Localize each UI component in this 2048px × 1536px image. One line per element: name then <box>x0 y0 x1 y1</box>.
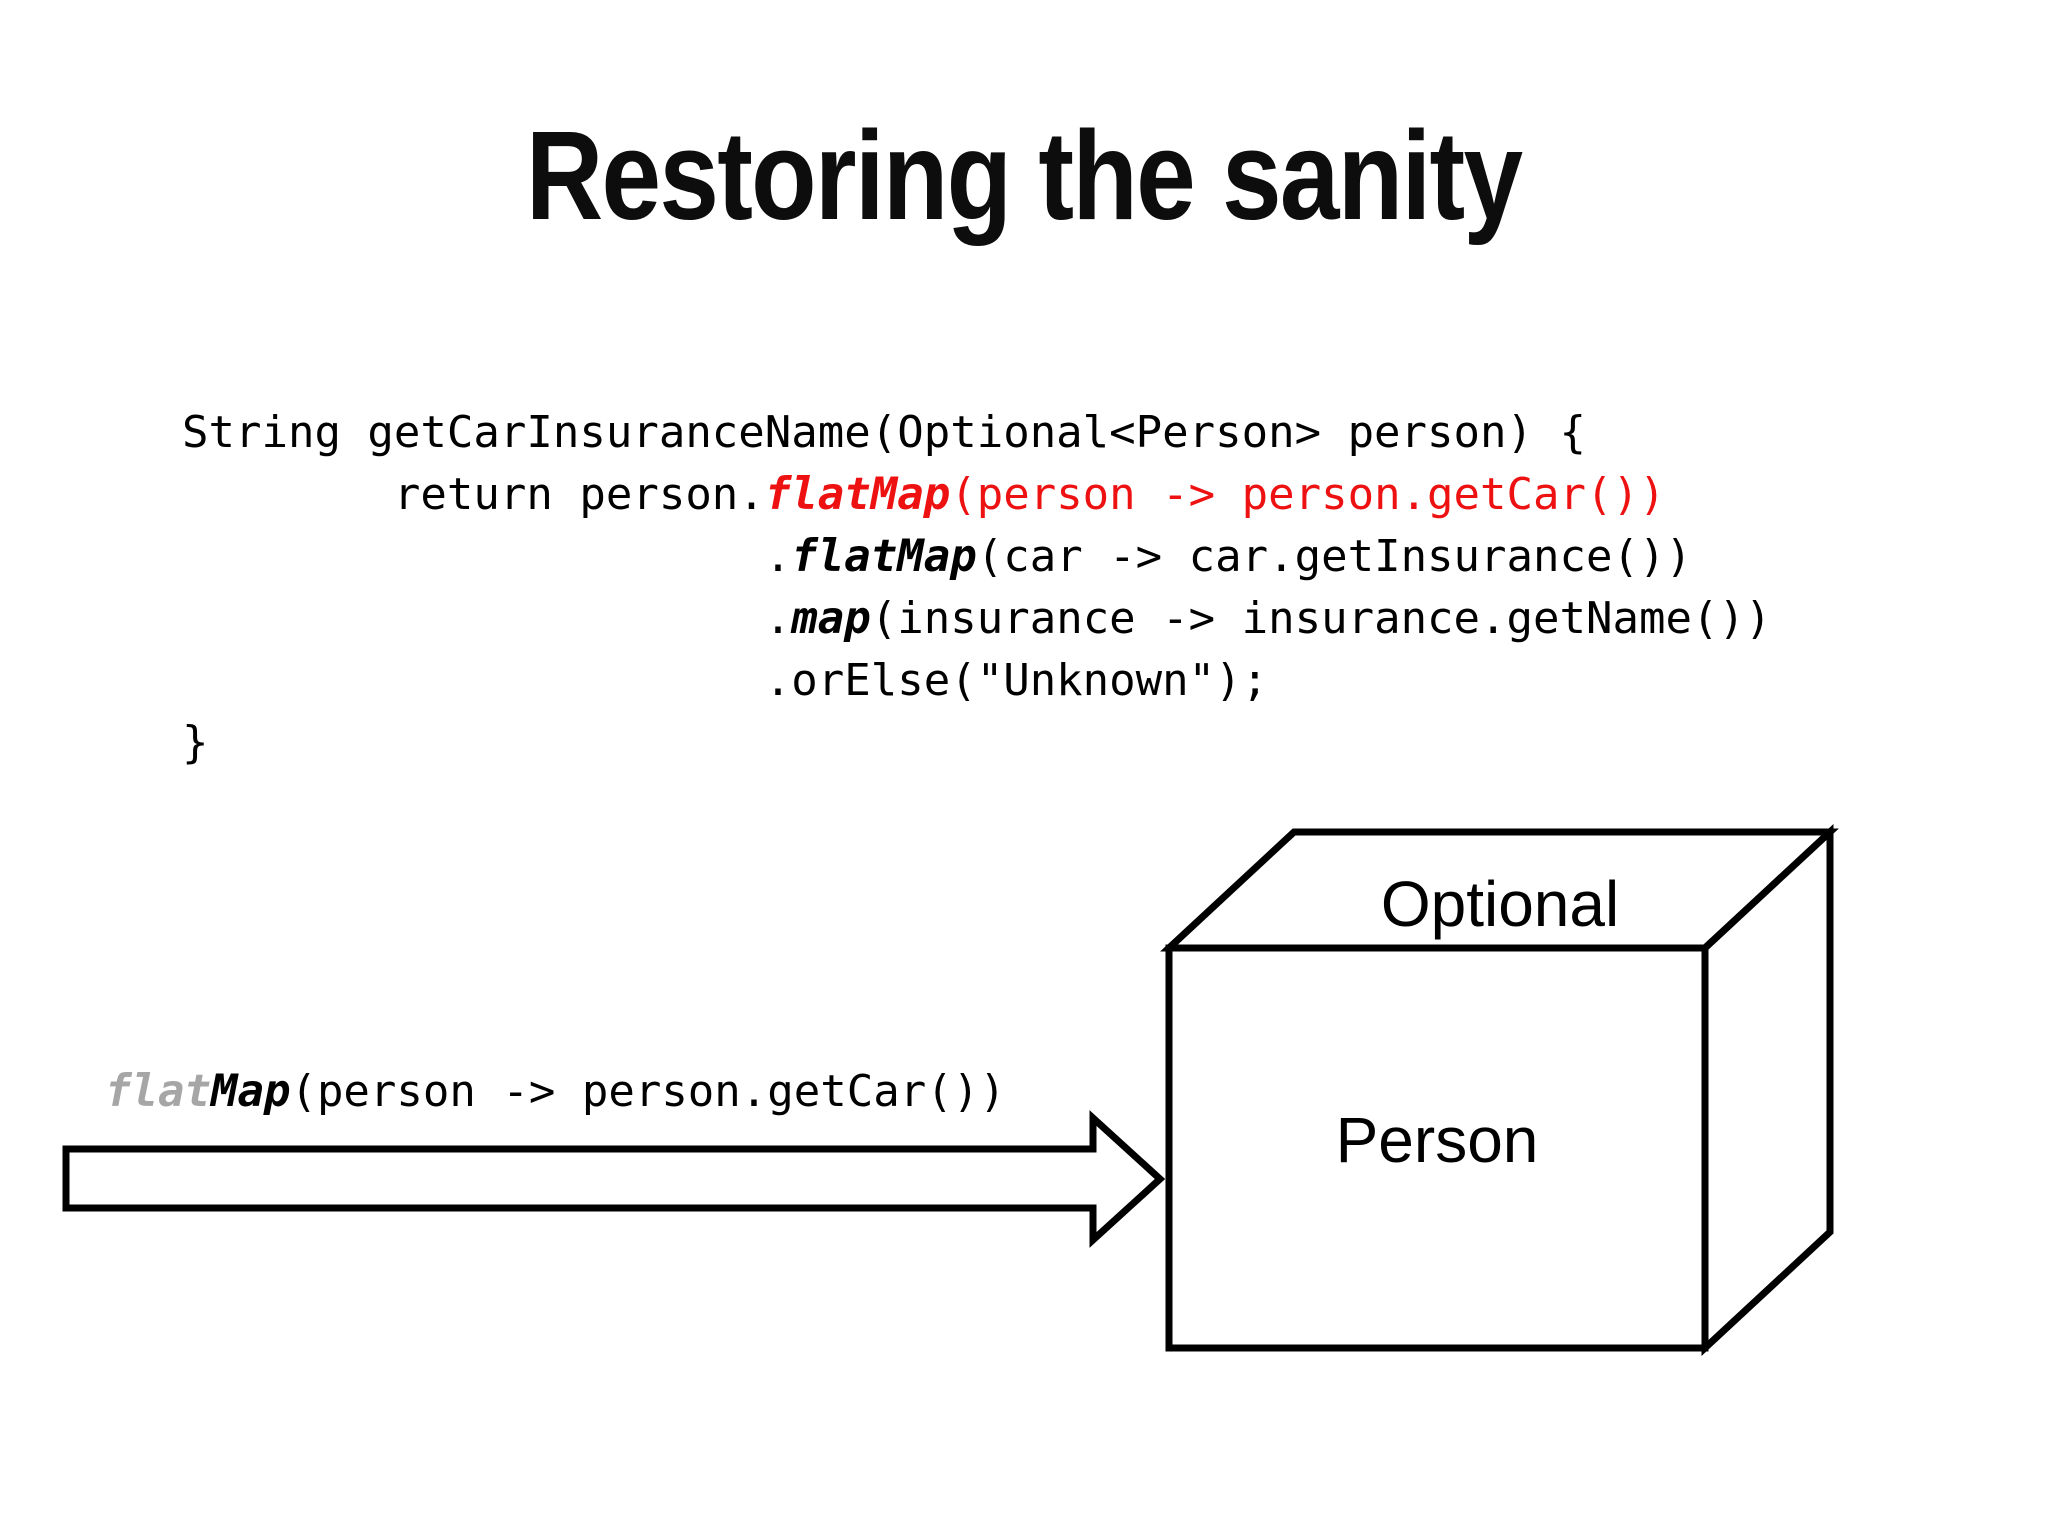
code-text: (car -> car.getInsurance()) <box>976 531 1692 582</box>
code-line-4: .map(insurance -> insurance.getName()) <box>182 588 1772 650</box>
arrow-label: flatMap(person -> person.getCar()) <box>105 1064 1006 1120</box>
code-text: .orElse("Unknown"); <box>182 655 1269 706</box>
box-front-face <box>1165 944 1709 1352</box>
slide-title: Restoring the sanity <box>0 96 2048 256</box>
code-line-3: .flatMap(car -> car.getInsurance()) <box>182 526 1771 588</box>
code-line-1: String getCarInsuranceName(Optional<Pers… <box>182 402 1771 464</box>
code-text: (insurance -> insurance.getName()) <box>870 593 1772 644</box>
code-block: String getCarInsuranceName(Optional<Pers… <box>182 402 1771 774</box>
arrow-label-rest: (person -> person.getCar()) <box>290 1066 1006 1117</box>
code-line-6: } <box>182 712 1771 774</box>
slide-title-text: Restoring the sanity <box>526 105 1523 246</box>
code-flatmap-highlight: flatMap <box>764 469 951 520</box>
code-text-red: (person -> person.getCar()) <box>950 469 1666 520</box>
arrow-label-map: Map <box>210 1066 291 1117</box>
code-text: } <box>182 717 209 768</box>
block-arrow-shape <box>62 1110 1166 1248</box>
code-flatmap-keyword: flatMap <box>791 531 977 582</box>
code-line-5: .orElse("Unknown"); <box>182 650 1771 712</box>
code-text: String getCarInsuranceName(Optional<Pers… <box>182 407 1586 458</box>
code-text: . <box>182 593 792 644</box>
arrow-label-flat: flat <box>105 1066 211 1117</box>
code-text: return person. <box>182 469 765 520</box>
box-front-label: Person <box>1335 1104 1539 1176</box>
box-top-label: Optional <box>1380 868 1620 940</box>
code-map-keyword: map <box>791 593 871 644</box>
code-line-2: return person.flatMap(person -> person.g… <box>182 464 1771 526</box>
code-text: . <box>182 531 792 582</box>
